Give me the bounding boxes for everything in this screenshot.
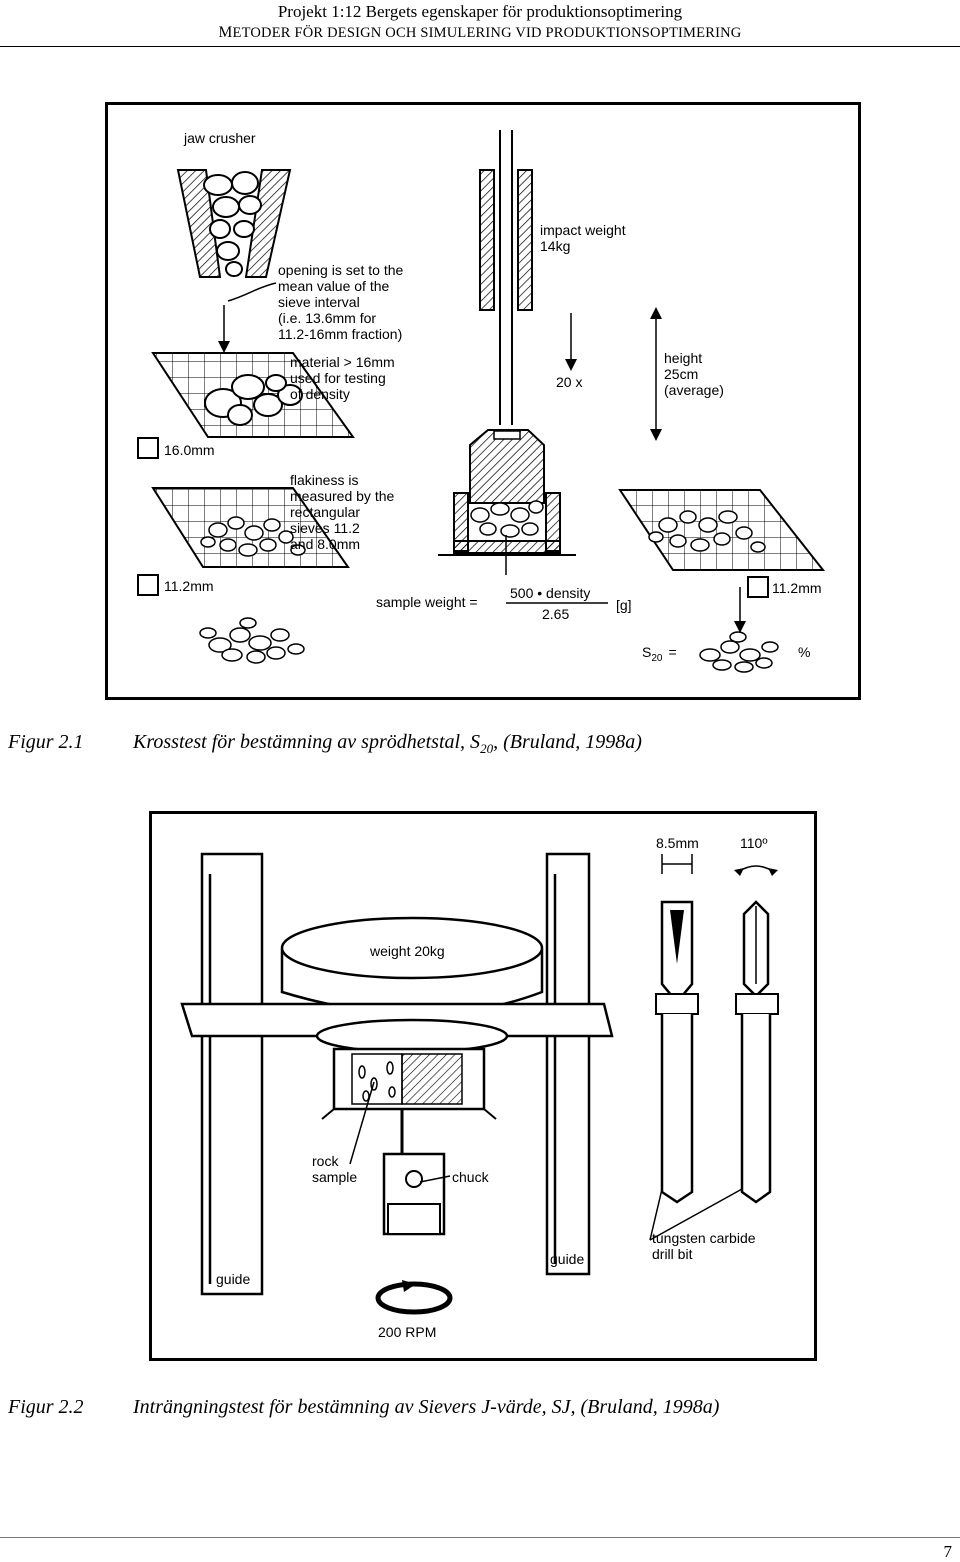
- caption-tail: , (Bruland, 1998a): [493, 731, 642, 753]
- label-twenty-times: 20 x: [556, 374, 582, 390]
- running-header-subtitle: METODER FÖR DESIGN OCH SIMULERING VID PR…: [0, 24, 960, 42]
- label-unit: [g]: [616, 597, 632, 613]
- label-weight: weight 20kg: [369, 943, 445, 959]
- pointer-lines: [349, 1081, 743, 1241]
- label-sieve-112-right: 11.2mm: [772, 580, 822, 596]
- figure-2-drawing: weight 20kg rock sample: [180, 835, 779, 1340]
- label-opening-1: opening is set to the: [278, 262, 404, 278]
- subtitle-rest: ETODER FÖR DESIGN OCH SIMULERING VID PRO…: [232, 25, 742, 41]
- figure-1-caption-text: Krosstest för bestämning av sprödhetstal…: [133, 731, 642, 757]
- page-number: 7: [943, 1542, 953, 1561]
- caption-subscript: 20: [480, 741, 494, 756]
- sieve-11mm-left: [151, 487, 350, 568]
- header-rule: [0, 46, 960, 47]
- label-opening-5: 11.2-16mm fraction): [278, 326, 402, 342]
- figure-1-caption-number: Figur 2.1: [8, 731, 84, 753]
- sieve-16mm: [151, 352, 355, 438]
- label-material-3: of density: [290, 386, 350, 402]
- chuck: [382, 1152, 446, 1236]
- label-tungsten-2: drill bit: [652, 1246, 693, 1262]
- label-flak-5: and 8.0mm: [290, 536, 360, 552]
- label-chuck: chuck: [452, 1169, 490, 1185]
- rock-pile-left: [199, 617, 305, 664]
- label-flak-4: sieves 11.2: [290, 520, 360, 536]
- pointer-line: [227, 282, 277, 302]
- label-denominator: 2.65: [542, 606, 569, 622]
- label-rock-2: sample: [312, 1169, 357, 1185]
- label-numerator: 500 • density: [510, 585, 590, 601]
- figure-1-drawing: jaw crusher opening is set to the mean v…: [137, 130, 826, 673]
- caption-main: Krosstest för bestämning av sprödhetstal…: [133, 731, 481, 753]
- running-header-title: Projekt 1:12 Bergets egenskaper för prod…: [277, 2, 683, 21]
- label-guide-left: guide: [216, 1271, 250, 1287]
- guide-columns: [200, 852, 591, 1296]
- square-symbol: [137, 437, 159, 459]
- sample-holder: [315, 1018, 509, 1154]
- square-symbol: [747, 576, 769, 598]
- figure-2-caption-number: Figur 2.2: [8, 1396, 84, 1418]
- figure-2-penetration-test: weight 20kg rock sample: [149, 811, 817, 1361]
- label-material-1: material > 16mm: [290, 354, 395, 370]
- impact-rod: [479, 130, 533, 425]
- label-opening-2: mean value of the: [278, 278, 390, 294]
- label-sieve-16: 16.0mm: [164, 442, 215, 458]
- square-symbol: [137, 574, 159, 596]
- rock-pile-right: [699, 631, 779, 673]
- drill-bit-pointed: [735, 900, 779, 1204]
- test-cylinder: [438, 429, 576, 556]
- sieve-11mm-right: [618, 489, 826, 571]
- label-material-2: used for testing: [290, 370, 386, 386]
- label-height-2: 25cm: [664, 366, 698, 382]
- label-impact-2: 14kg: [540, 238, 570, 254]
- drill-bit-flat: [655, 900, 699, 1204]
- label-s20: S20=: [642, 644, 677, 664]
- height-arrow: [650, 307, 662, 441]
- jaw-crusher: [176, 169, 292, 278]
- figure-2-caption-text: Inträngningstest för bestämning av Sieve…: [133, 1396, 720, 1418]
- figure-1-crushing-test: jaw crusher opening is set to the mean v…: [105, 102, 861, 700]
- subtitle-initial: M: [218, 24, 233, 41]
- label-flak-1: flakiness is: [290, 472, 358, 488]
- label-height-1: height: [664, 350, 702, 366]
- label-angle: 110º: [740, 835, 767, 851]
- weight-disc: [280, 916, 544, 1016]
- label-sieve-112-left: 11.2mm: [164, 578, 214, 594]
- dimension-marks: [661, 854, 778, 876]
- label-opening-3: sieve interval: [278, 294, 360, 310]
- label-guide-right: guide: [550, 1251, 584, 1267]
- label-jaw-crusher: jaw crusher: [183, 130, 256, 146]
- rotation-arrow-icon: [375, 1280, 453, 1315]
- label-percent: %: [798, 644, 810, 660]
- label-opening-4: (i.e. 13.6mm for: [278, 310, 376, 326]
- footer-rule: [0, 1537, 960, 1538]
- label-flak-3: rectangular: [290, 504, 360, 520]
- label-sample-weight: sample weight =: [376, 594, 478, 610]
- label-tungsten-1: tungsten carbide: [652, 1230, 756, 1246]
- label-rock-1: rock: [312, 1153, 339, 1169]
- label-impact-1: impact weight: [540, 222, 626, 238]
- label-flak-2: measured by the: [290, 488, 394, 504]
- label-size: 8.5mm: [656, 835, 699, 851]
- label-rpm: 200 RPM: [378, 1324, 436, 1340]
- label-height-3: (average): [664, 382, 724, 398]
